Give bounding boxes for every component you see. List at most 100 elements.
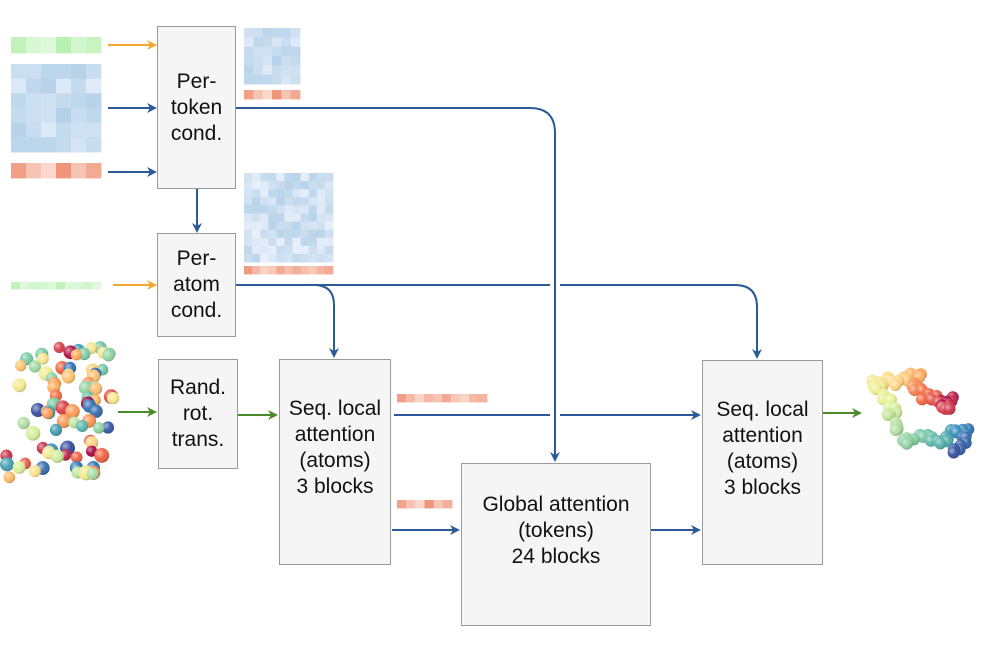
glyph-cell [281,37,292,48]
atom-sphere-shading [50,449,64,463]
glyph-cell [71,122,87,138]
glyph-cell [252,189,261,198]
glyph-cell [284,229,293,239]
atom-sphere-shading [76,419,89,433]
glyph-cell [324,253,334,263]
glyph-cell [244,37,254,48]
glyph-cell [56,78,72,94]
glyph-cell [86,108,102,124]
glyph-cell [284,221,293,231]
glyph-cell [300,221,310,231]
glyph-cell [300,237,310,247]
glyph-cell [56,37,72,54]
per-atom-single-out-glyph [244,266,334,275]
glyph-cell [308,237,318,247]
glyph-cell [284,266,293,275]
atom-sphere-shading [86,467,99,480]
glyph-cell [316,245,326,255]
glyph-cell [290,28,301,38]
glyph-cell [92,282,102,290]
glyph-cell [281,56,292,66]
atom-sphere-shading [12,378,27,393]
glyph-cell [316,181,326,190]
glyph-cell [26,137,42,153]
atom-sphere-shading [28,360,41,373]
glyph-cell [442,500,453,509]
glyph-cell [56,163,72,179]
glyph-cell [20,282,30,290]
glyph-cell [316,189,326,198]
per-atom-cond-box: Per- atom cond. [157,233,236,337]
glyph-cell [244,221,253,231]
glyph-cell [86,163,102,179]
glyph-cell [290,46,301,57]
glyph-cell [324,213,334,222]
glyph-cell [244,74,254,85]
glyph-cell [316,266,326,275]
glyph-cell [253,74,264,85]
glyph-cell [276,205,285,214]
glyph-cell [41,93,57,109]
glyph-cell [260,181,269,190]
glyph-cell [308,181,318,190]
glyph-cell [244,189,253,198]
glyph-cell [284,253,293,263]
glyph-cell [253,28,264,38]
glyph-cell [41,78,57,94]
noisy-structure [0,341,120,484]
atom-sphere-shading [93,422,105,434]
glyph-cell [284,197,293,206]
atom-sphere-shading [70,451,83,464]
glyph-cell [268,221,277,231]
glyph-cell [65,282,75,290]
glyph-cell [276,173,285,182]
glyph-cell [397,500,407,509]
atom-sphere-shading [12,460,26,474]
per-token-cond-box: Per- token cond. [157,26,236,189]
glyph-cell [86,137,102,153]
glyph-cell [290,74,301,85]
glyph-cell [415,394,425,403]
glyph-cell [260,237,269,247]
glyph-cell [252,205,261,214]
glyph-cell [276,253,285,263]
glyph-cell [276,181,285,190]
glyph-cell [244,245,253,255]
glyph-cell [260,266,269,275]
glyph-cell [268,253,277,263]
glyph-cell [324,237,334,247]
glyph-cell [244,266,253,275]
glyph-cell [71,64,87,80]
glyph-cell [292,181,302,190]
glyph-cell [83,282,93,290]
glyph-cell [308,229,318,239]
glyph-cell [300,197,310,206]
atom-sphere-shading [49,423,63,437]
glyph-cell [268,181,277,190]
glyph-cell [260,173,269,182]
glyph-cell [292,189,302,198]
glyph-cell [406,394,416,403]
glyph-cell [262,56,273,66]
glyph-cell [244,181,253,190]
glyph-cell [324,266,334,275]
molecular-structures [0,341,975,484]
glyph-cell [284,181,293,190]
glyph-cell [284,213,293,222]
atom-sphere-shading [900,437,913,450]
glyph-cell [252,253,261,263]
atom-sphere-shading [889,379,902,391]
glyph-cell [316,253,326,263]
glyph-cell [316,173,326,182]
glyph-cell [272,28,282,38]
per-token-pair-out-glyph [244,28,301,85]
atom-sphere-shading [102,349,115,362]
global-attention-label: Global attention (tokens) 24 blocks [482,492,630,568]
glyph-cell [292,229,302,239]
glyph-cell [86,37,102,54]
atom-sphere-shading [85,436,99,450]
glyph-cell [71,108,87,124]
glyph-cell [300,245,310,255]
atom-sphere-shading [15,360,27,372]
glyph-cell [11,78,27,94]
